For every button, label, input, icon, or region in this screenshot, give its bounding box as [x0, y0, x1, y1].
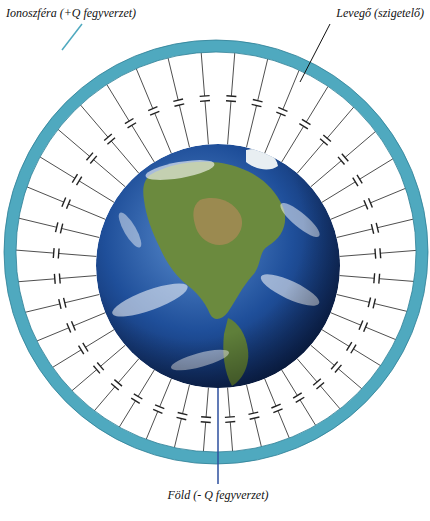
capacitor-symbol [246, 59, 267, 148]
capacitor-symbol [16, 248, 96, 258]
capacitor-symbol [37, 313, 105, 341]
capacitor-symbol [322, 330, 381, 366]
ionosphere-ring-edge [16, 52, 416, 452]
capacitor-symbol [226, 53, 236, 144]
capacitor-symbol [174, 385, 189, 448]
capacitor-symbol [107, 84, 154, 162]
capacitor-symbol [340, 248, 416, 258]
ionosphere-ring-edge [4, 40, 428, 464]
capacitor-symbol [340, 273, 414, 283]
capacitor-symbol [322, 159, 393, 202]
capacitor-symbol [265, 379, 290, 438]
capacitor-symbol [136, 69, 171, 154]
capacitor-symbol [331, 313, 396, 340]
capacitor-symbol [265, 70, 299, 153]
capacitor-symbol [337, 219, 414, 237]
capacitor-symbol [200, 53, 210, 145]
air-label: Levegő (szigetelő) [334, 6, 426, 20]
capacitor-symbol [53, 330, 114, 368]
capacitor-symbol [225, 388, 235, 452]
leader-line [300, 24, 330, 82]
capacitor-symbol [80, 105, 138, 173]
capacitor-symbol [282, 86, 328, 162]
capacitor-symbol [201, 388, 211, 452]
capacitor-symbols [16, 53, 416, 452]
capacitor-symbol [94, 359, 138, 411]
capacitor-symbol [311, 345, 362, 389]
capacitor-symbol [297, 359, 340, 409]
capacitor-symbol [311, 131, 376, 186]
leader-line [62, 24, 82, 50]
leader-line [217, 388, 219, 484]
capacitor-symbol [27, 187, 105, 219]
ionosphere-label: Ionoszféra (+Q fegyverzet) [4, 6, 138, 20]
capacitor-symbol [72, 345, 125, 391]
capacitor-symbol [18, 273, 96, 283]
capacitor-symbol [297, 107, 354, 173]
capacitor-symbol [25, 294, 99, 312]
capacitor-symbol [58, 129, 125, 186]
capacitor-symbol [168, 58, 189, 148]
earth-globe [96, 144, 340, 388]
capacitor-symbol [19, 218, 99, 237]
ionosphere-ring [10, 46, 422, 458]
earth-label: Föld (- Q fegyverzet) [166, 488, 271, 502]
capacitor-symbol [282, 370, 316, 425]
capacitor-symbol [146, 379, 171, 440]
capacitor-symbol [40, 157, 114, 202]
capacitor-symbol [337, 294, 407, 311]
capacitor-symbol [119, 370, 154, 427]
capacitor-symbol [331, 188, 406, 219]
capacitor-symbol [246, 385, 261, 447]
